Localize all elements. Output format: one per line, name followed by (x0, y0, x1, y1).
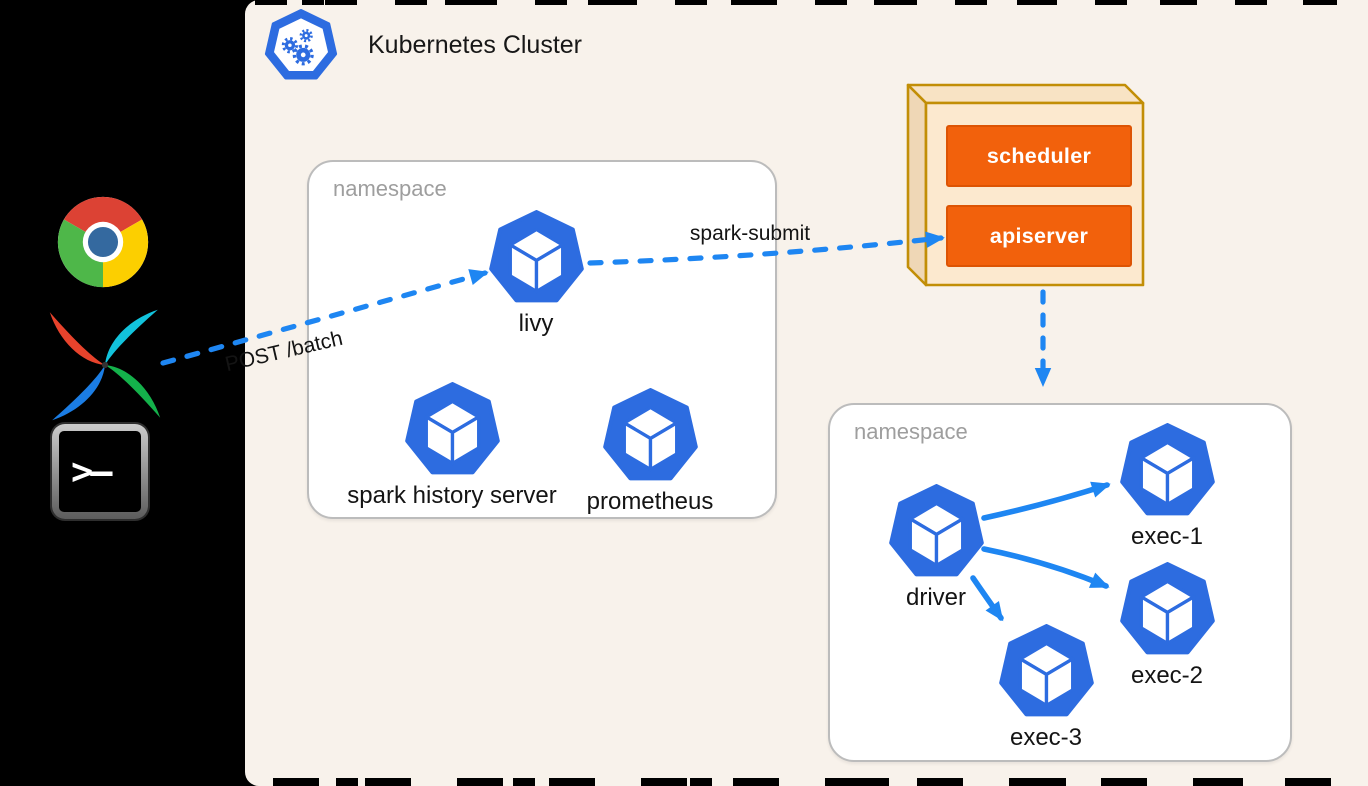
pod-prometheus: prometheus (535, 388, 765, 516)
pod-icon (602, 388, 698, 481)
pod-label: exec-3 (1009, 724, 1083, 751)
clipped-text-artifact-top (255, 0, 1368, 5)
pod-exec-3: exec-3 (931, 624, 1161, 752)
cluster-title: Kubernetes Cluster (368, 31, 583, 59)
pod-label: driver (905, 584, 966, 611)
pod-label: spark history server (347, 482, 557, 509)
pod-icon (488, 210, 584, 303)
airflow-icon (49, 309, 161, 421)
pod-label: livy (518, 310, 554, 337)
edge-label-spark-submit: spark-submit (689, 222, 811, 245)
pod-driver: driver (821, 484, 1051, 612)
pod-spark-history-server: spark history server (337, 382, 567, 510)
terminal-prompt-glyph: >– (59, 431, 141, 512)
kubernetes-logo-icon (264, 9, 338, 80)
pod-livy: livy (421, 210, 651, 338)
pod-icon (404, 382, 500, 475)
pod-exec-1: exec-1 (1052, 423, 1282, 551)
pod-icon (998, 624, 1094, 717)
namespace-label: namespace (333, 176, 447, 201)
clipped-text-artifact-bottom (273, 778, 1368, 786)
pod-label: exec-1 (1130, 523, 1204, 550)
namespace-label: namespace (854, 419, 968, 444)
apiserver-component: apiserver (946, 205, 1132, 267)
pod-icon (888, 484, 984, 577)
namespace-box-2: namespace driver exec-1 exec-2 exec-3 (828, 403, 1292, 762)
pod-label: prometheus (586, 488, 714, 515)
chrome-icon (57, 196, 149, 288)
scheduler-component: scheduler (946, 125, 1132, 187)
pod-label: exec-2 (1130, 662, 1204, 689)
terminal-icon: >– (52, 424, 148, 519)
namespace-box-1: namespace livy spark history server prom… (307, 160, 777, 519)
pod-icon (1119, 423, 1215, 516)
pod-exec-2: exec-2 (1052, 562, 1282, 690)
